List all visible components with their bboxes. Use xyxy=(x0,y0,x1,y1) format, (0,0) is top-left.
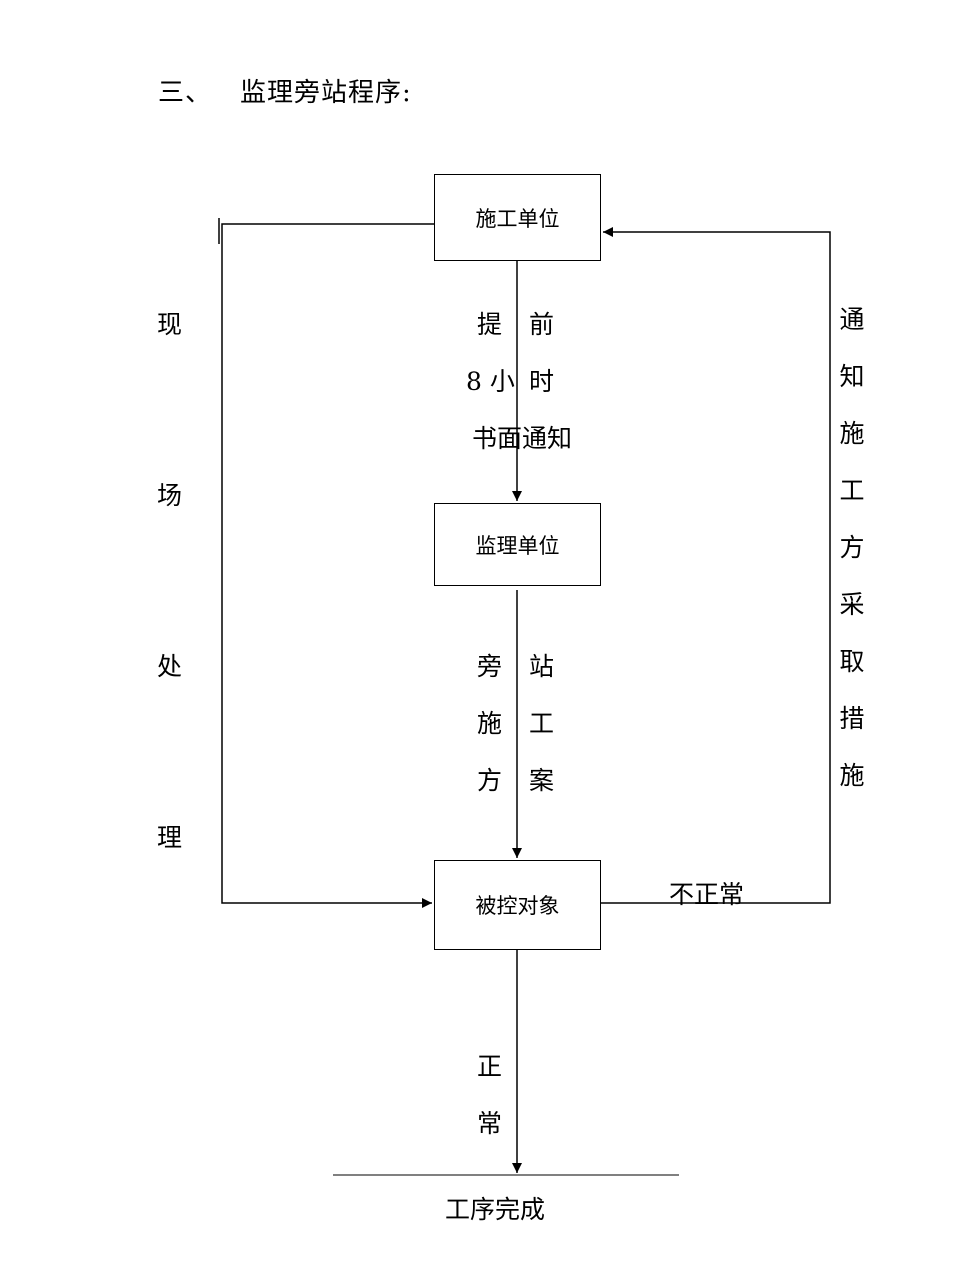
loop-abnormal-feedback xyxy=(601,227,831,904)
label-onsite-2: 站 xyxy=(529,652,555,681)
label-notice-2: 前 xyxy=(529,310,555,339)
label-normal-2: 常 xyxy=(477,1109,503,1138)
label-onsite-6: 案 xyxy=(529,766,555,795)
node-supervisor: 监理单位 xyxy=(434,503,601,586)
heading-title: 监理旁站程序: xyxy=(240,78,412,108)
node-done: 工序完成 xyxy=(445,1195,546,1224)
label-onsite-handle-2: 场 xyxy=(157,481,183,510)
label-notice-5: 书面通知 xyxy=(472,424,573,453)
label-onsite-4: 工 xyxy=(529,709,555,738)
page-heading: 三、监理旁站程序: xyxy=(158,72,412,109)
node-controlled-object: 被控对象 xyxy=(434,860,601,950)
label-notice-3: 8 小 xyxy=(466,367,515,396)
label-onsite-3: 施 xyxy=(477,709,503,738)
label-onsite-handle-1: 现 xyxy=(157,310,183,339)
label-onsite-handle-4: 理 xyxy=(157,823,183,852)
loop-onsite-handling xyxy=(221,223,437,908)
heading-number: 三、 xyxy=(158,78,213,108)
label-notice-4: 时 xyxy=(529,367,555,396)
label-notice-1: 提 xyxy=(477,310,503,339)
label-onsite-handle-3: 处 xyxy=(157,652,183,681)
label-notify-measures: 通 知 施 工 方 采 取 措 施 xyxy=(839,305,865,790)
label-onsite-5: 方 xyxy=(477,766,503,795)
label-abnormal: 不正常 xyxy=(669,880,745,909)
label-onsite-1: 旁 xyxy=(477,652,503,681)
label-normal-1: 正 xyxy=(477,1052,503,1081)
node-contractor: 施工单位 xyxy=(434,174,601,261)
